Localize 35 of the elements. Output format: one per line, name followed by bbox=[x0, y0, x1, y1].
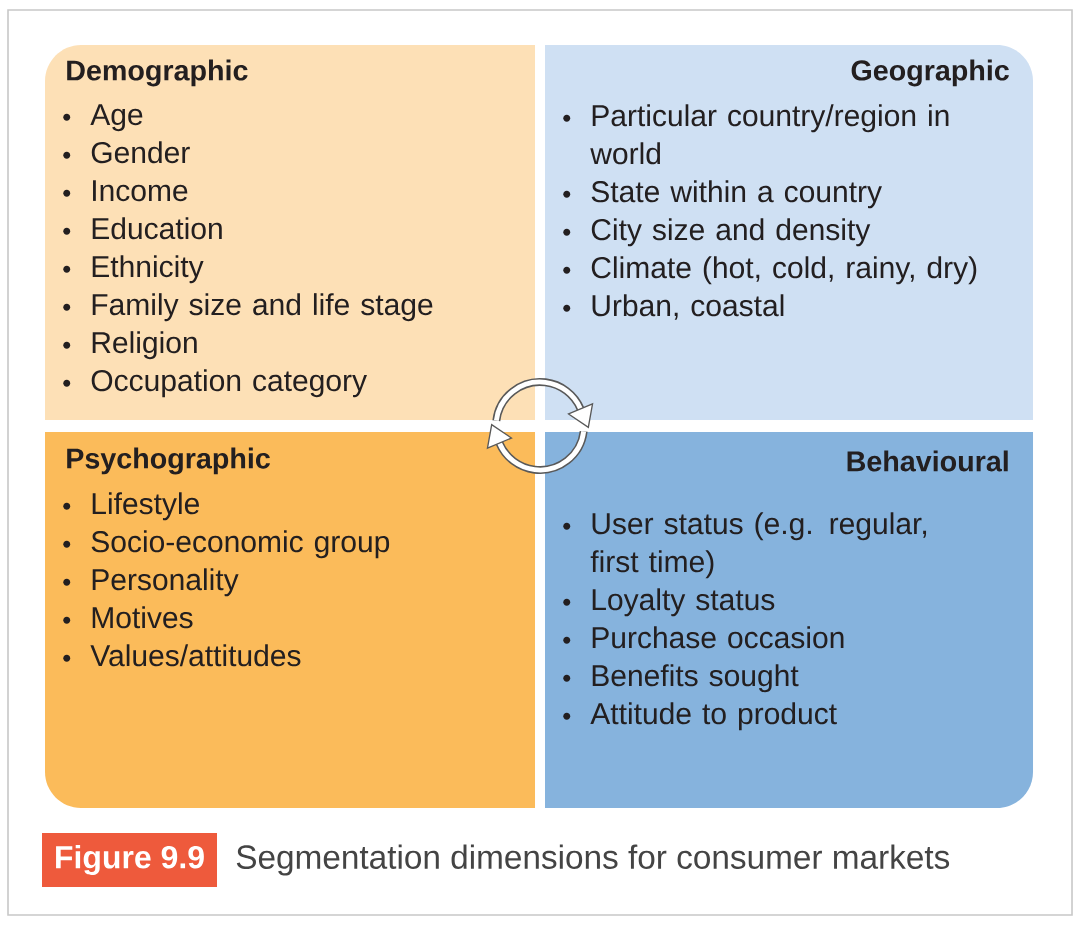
heading: Demographic bbox=[67, 59, 248, 87]
bullet-item: Ethnicity bbox=[63, 255, 204, 284]
bullet-item: Values/attitudes bbox=[63, 644, 301, 667]
bullet-item: Loyalty status bbox=[563, 588, 775, 617]
quadrant-panel bbox=[45, 45, 535, 420]
bullet-item: Climate (hot, cold, rainy, dry) bbox=[563, 256, 977, 285]
bullet-item: Particular country/region in world bbox=[563, 104, 949, 165]
heading: Behavioural bbox=[847, 450, 1008, 472]
bullet-item: State within a country bbox=[563, 180, 882, 209]
bullet-item: Family size and life stage bbox=[63, 293, 433, 322]
bullet-item: Gender bbox=[63, 141, 190, 164]
heading: Psychographic bbox=[67, 447, 270, 475]
figure-number-tag: Figure 9.9 bbox=[42, 833, 217, 887]
bullet-item: Occupation category bbox=[63, 369, 367, 398]
bullet-item: Purchase occasion bbox=[563, 626, 844, 649]
bullet-item: Socio-economic group bbox=[63, 530, 390, 559]
cycle-arrow bbox=[492, 378, 594, 429]
bullet-item: Income bbox=[63, 180, 188, 202]
bullet-item: Motives bbox=[63, 606, 193, 629]
bullet-item: Benefits sought bbox=[563, 664, 799, 693]
bullet-item: Lifestyle bbox=[63, 492, 199, 521]
bullet-item: User status (e.g. regular, first time) bbox=[563, 512, 927, 579]
bullet-item: Age bbox=[63, 104, 143, 132]
caption: Segmentation dimensions for consumer markets bbox=[236, 844, 950, 876]
bullet-item: Urban, coastal bbox=[563, 294, 784, 320]
heading: Geographic bbox=[851, 59, 1009, 87]
bullet-item: Education bbox=[63, 217, 222, 240]
quadrant-panel bbox=[545, 45, 1033, 420]
bullet-item: Personality bbox=[63, 568, 239, 597]
bullet-item: City size and density bbox=[563, 218, 871, 247]
bullet-item: Attitude to product bbox=[563, 702, 837, 731]
quadrant-panel bbox=[45, 432, 535, 808]
cycle-arrow bbox=[486, 423, 588, 474]
bullet-item: Religion bbox=[63, 331, 197, 360]
quadrant-panel bbox=[545, 432, 1033, 808]
